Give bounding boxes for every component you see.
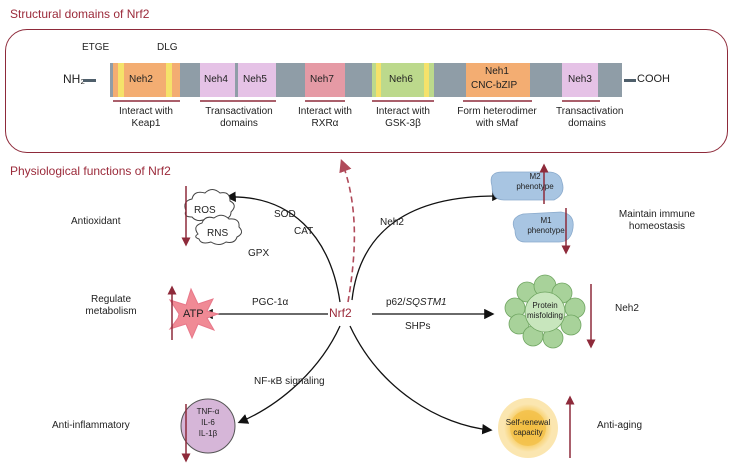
structure-title: Structural domains of Nrf2 bbox=[10, 7, 150, 21]
neh3-domain bbox=[562, 63, 598, 97]
neh1-domain bbox=[466, 63, 530, 97]
label-sod: SOD bbox=[274, 209, 296, 220]
structure-panel bbox=[5, 29, 728, 153]
cytokine-il6: IL-6 bbox=[201, 418, 215, 427]
n-terminus-label: NH₂ bbox=[63, 72, 85, 86]
atp-burst-icon bbox=[168, 287, 220, 340]
function-diagram bbox=[167, 159, 596, 463]
dlg-motif bbox=[166, 63, 172, 97]
neh6-label: Neh6 bbox=[389, 74, 413, 85]
label-smaf: Form heterodimer with sMaf bbox=[457, 106, 537, 129]
label-neh2-arrow: Neh2 bbox=[380, 217, 404, 228]
fn-antioxidant: Antioxidant bbox=[71, 216, 121, 227]
protein-backbone bbox=[110, 63, 622, 97]
neh3-label: Neh3 bbox=[568, 74, 592, 85]
cytokine-tnfa: TNF-α bbox=[196, 407, 220, 416]
cytokine-il1b: IL-1β bbox=[198, 429, 218, 438]
protein-aggregate-icon bbox=[504, 274, 586, 349]
ros-text: ROS bbox=[194, 205, 216, 216]
c-terminus-label: COOH bbox=[637, 73, 670, 85]
nrf2-center-label: Nrf2 bbox=[329, 306, 352, 320]
neh1-label: Neh1 bbox=[485, 66, 509, 77]
m2-text: M2 phenotype bbox=[516, 172, 554, 191]
m1-cell-icon bbox=[512, 211, 574, 243]
arrow-inflammatory bbox=[237, 325, 341, 424]
neh5-domain bbox=[238, 63, 276, 97]
fn-antiaging: Anti-aging bbox=[597, 420, 643, 431]
label-shps: SHPs bbox=[405, 321, 431, 332]
label-gsk3b: Interact with GSK-3β bbox=[376, 106, 430, 129]
label-pgc1a: PGC-1α bbox=[252, 297, 289, 308]
arrow-antioxidant bbox=[225, 191, 341, 303]
dlg-motif-label: DLG bbox=[157, 42, 178, 53]
cytokine-circle bbox=[180, 398, 236, 454]
n-stub bbox=[83, 79, 96, 82]
cnc-bzip-label: CNC-bZIP bbox=[471, 80, 518, 91]
neh4-label: Neh4 bbox=[204, 74, 228, 85]
dashed-arrow bbox=[339, 159, 356, 303]
atp-text: ATP bbox=[183, 308, 204, 320]
label-nfkb: NF-κB signaling bbox=[254, 376, 325, 387]
selfrenewal-core bbox=[510, 410, 546, 446]
etge-motif bbox=[118, 63, 124, 97]
protein-text: Protein misfolding bbox=[526, 301, 563, 320]
c-stub bbox=[624, 79, 636, 82]
label-p62-text: p62/ bbox=[386, 297, 406, 308]
arrow-immune bbox=[351, 190, 503, 301]
m1-text: M1 phenotype bbox=[527, 216, 565, 235]
selfrenewal-text: Self-renewal capacity bbox=[505, 418, 551, 437]
label-transactivation-2: Transactivation domains bbox=[556, 106, 624, 129]
fn-immune: Maintain immune homeostasis bbox=[618, 209, 696, 232]
label-rxra: Interact with RXRα bbox=[298, 106, 352, 129]
neh6-domain bbox=[372, 63, 434, 97]
neh4-domain bbox=[200, 63, 235, 97]
domain-map bbox=[83, 63, 636, 102]
neh6-motif-b bbox=[424, 63, 429, 97]
neh2-label: Neh2 bbox=[129, 74, 153, 85]
rns-text: RNS bbox=[207, 228, 229, 239]
etge-motif-label: ETGE bbox=[82, 42, 110, 53]
fn-neh2-right: Neh2 bbox=[615, 303, 639, 314]
fn-inflammatory: Anti-inflammatory bbox=[52, 420, 130, 431]
neh7-label: Neh7 bbox=[310, 74, 334, 85]
label-p62: p62/SQSTM1 bbox=[386, 297, 447, 308]
neh5-label: Neh5 bbox=[243, 74, 267, 85]
label-sqstm1: SQSTM1 bbox=[405, 297, 447, 308]
ros-cloud bbox=[184, 189, 235, 222]
m2-cell-icon bbox=[490, 171, 564, 201]
fn-metabolism: Regulate metabolism bbox=[85, 294, 137, 317]
label-transactivation-1: Transactivation domains bbox=[205, 106, 273, 129]
cytokine-text: TNF-α IL-6 IL-1β bbox=[192, 406, 224, 439]
label-cat: CAT bbox=[294, 226, 314, 237]
rns-cloud bbox=[195, 214, 243, 245]
label-keap1: Interact with Keap1 bbox=[119, 106, 173, 129]
neh7-domain bbox=[305, 63, 345, 97]
functions-title: Physiological functions of Nrf2 bbox=[10, 164, 171, 178]
label-gpx: GPX bbox=[248, 248, 270, 259]
neh6-motif-a bbox=[376, 63, 381, 97]
arrow-selfrenewal bbox=[349, 325, 493, 435]
